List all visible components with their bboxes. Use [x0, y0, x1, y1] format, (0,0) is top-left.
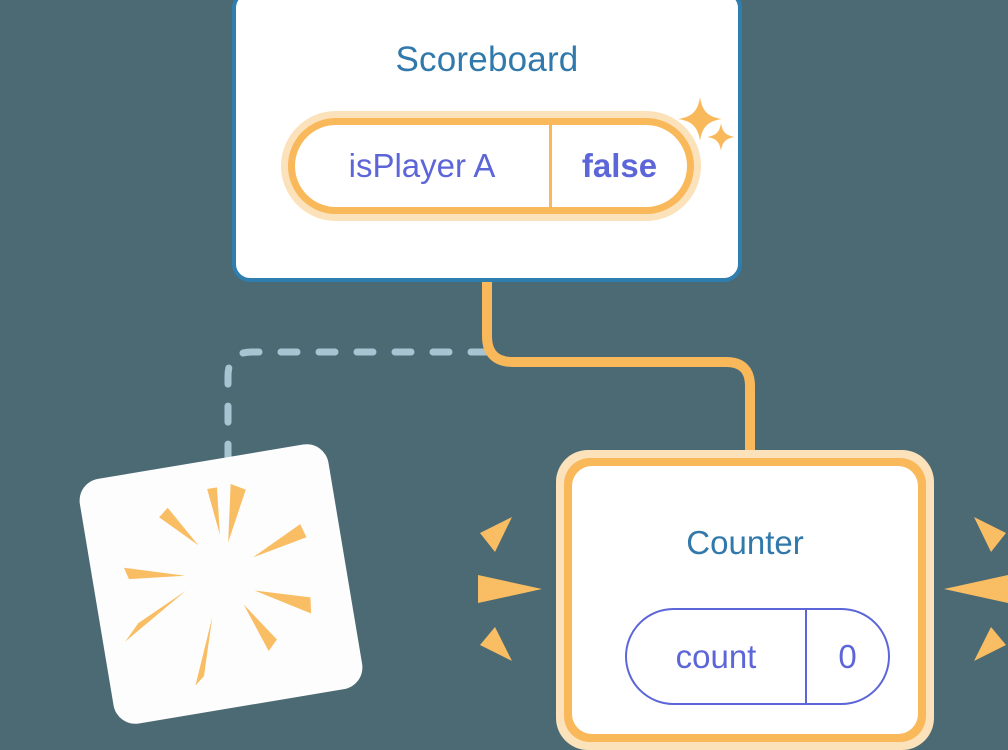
scoreboard-state-value: false: [581, 147, 658, 184]
counter-state-divider: [805, 610, 807, 703]
scoreboard-state-pill-body: isPlayer A false: [295, 125, 687, 207]
counter-right-rays: [936, 495, 1008, 690]
counter-card[interactable]: Counter count 0: [556, 450, 934, 750]
scoreboard-state-divider: [549, 125, 552, 207]
blank-card[interactable]: [76, 440, 366, 728]
burst-rays: [76, 441, 365, 727]
counter-state-pill[interactable]: count 0: [625, 608, 890, 705]
counter-card-body: Counter count 0: [572, 466, 918, 734]
counter-card-ring: Counter count 0: [564, 458, 926, 742]
sparkle-small-icon: [706, 122, 736, 152]
scoreboard-state-key: isPlayer A: [348, 147, 496, 184]
counter-left-rays: [470, 495, 550, 690]
scoreboard-to-counter-wire: [482, 282, 755, 466]
scoreboard-state-pill[interactable]: isPlayer A false: [281, 111, 701, 221]
counter-state-value: 0: [838, 637, 857, 675]
scoreboard-title: Scoreboard: [395, 40, 579, 79]
scoreboard-state-pill-ring: isPlayer A false: [288, 118, 694, 214]
scoreboard-card[interactable]: Scoreboard isPlayer A false: [232, 0, 742, 282]
counter-title: Counter: [686, 524, 804, 561]
sparkle-large-icon: [676, 95, 724, 143]
counter-state-key: count: [675, 637, 757, 675]
